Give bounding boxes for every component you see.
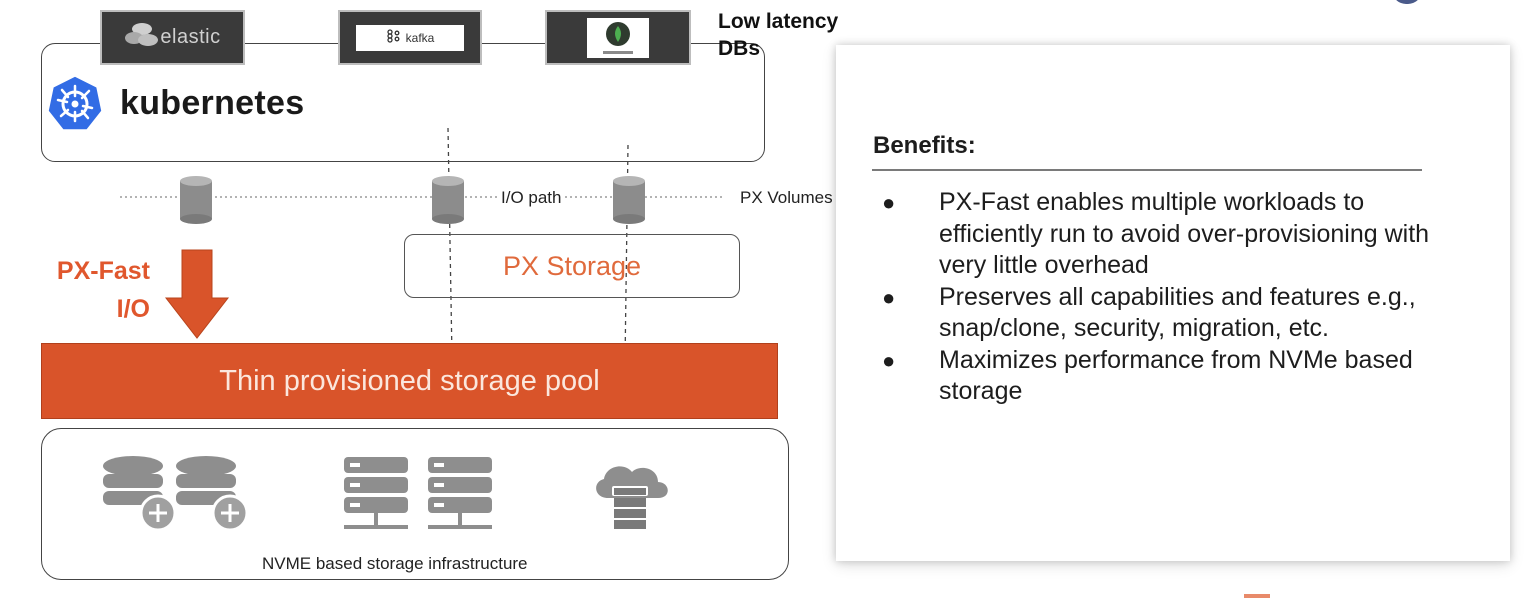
mongodb-leaf-icon [605,21,631,50]
infrastructure-label: NVME based storage infrastructure [262,554,528,573]
kubernetes-icon [46,74,104,137]
bullet-icon: ● [882,190,896,215]
elastic-label: elastic [160,26,221,48]
io-path-line-left [447,127,460,363]
kafka-logo-tile: kafka [338,10,482,65]
elastic-icon [124,21,160,54]
bullet-icon: ● [882,347,896,373]
diagram-connectors [120,127,722,368]
benefit-item: ●PX-Fast enables multiple workloads to e… [882,188,1430,279]
mongodb-logo-tile [545,10,691,65]
corner-shape [1392,0,1422,4]
corner-dash [1244,594,1270,598]
kafka-label: kafka [405,30,435,45]
bullet-icon: ● [882,284,896,310]
low-latency-dbs-label: Low latency DBs [718,10,839,60]
elastic-logo-tile: elastic [100,10,245,65]
volume-cylinder-icon [432,176,464,224]
storage-infrastructure-box [41,428,789,580]
benefits-divider [872,169,1422,171]
database-add-icon [103,456,249,532]
px-fast-io-label: PX-Fast I/O [42,252,150,328]
cloud-storage-icon [596,466,668,529]
benefits-list: ●PX-Fast enables multiple workloads to e… [880,187,1470,408]
volume-cylinder-icon [180,176,212,224]
benefits-panel [836,45,1510,561]
px-fast-line1: PX-Fast [56,257,150,285]
px-volumes-label: PX Volumes [740,188,833,207]
px-fast-arrow-icon [164,249,230,339]
mongodb-wordmark-icon [603,51,633,54]
benefits-title: Benefits: [873,132,976,159]
benefit-item: ●Maximizes performance from NVMe based s… [882,345,1413,406]
kafka-icon [386,29,400,46]
kubernetes-title: kubernetes [120,84,305,122]
benefit-item: ●Preserves all capabilities and features… [882,282,1416,343]
volume-cylinder-icon [613,176,645,224]
thin-provisioned-storage-pool: Thin provisioned storage pool [41,343,778,419]
px-storage-box: PX Storage [404,234,740,298]
px-fast-line2: I/O [116,295,150,323]
server-rack-icon [344,457,492,529]
io-path-label: I/O path [499,188,564,208]
